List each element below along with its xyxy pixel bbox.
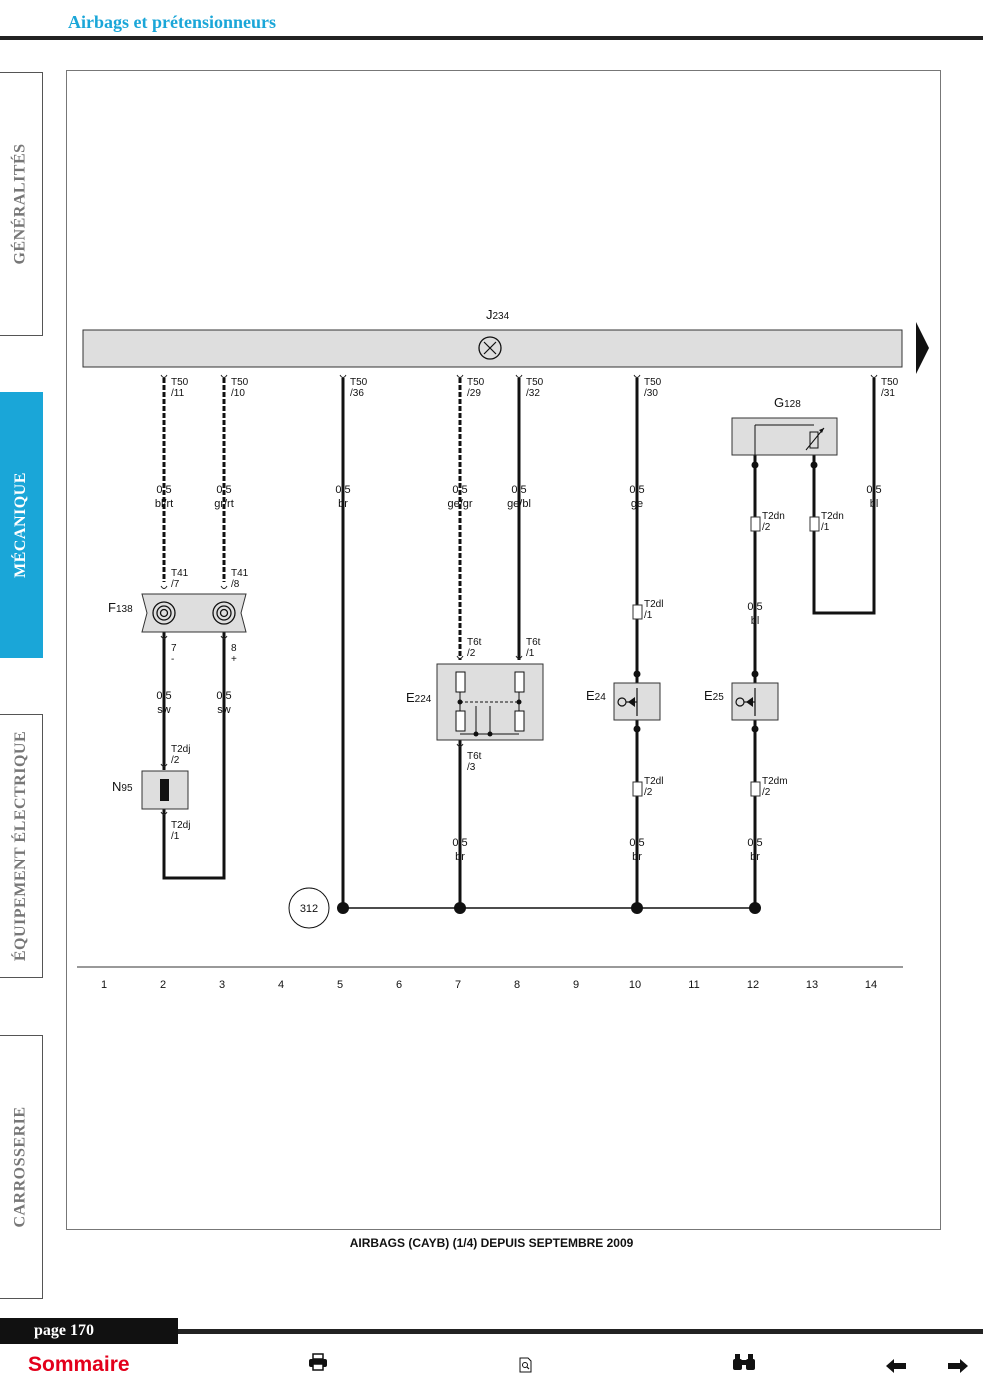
tab-mecanique[interactable]: MÉCANIQUE	[0, 392, 43, 658]
e24-label: E24	[586, 688, 606, 703]
ruler-number: 7	[455, 979, 461, 991]
conn-t50-32: T50/32	[526, 377, 544, 399]
ruler-number: 8	[514, 979, 520, 991]
g128-component	[731, 417, 838, 456]
conn-t2dn-1: T2dn/1	[821, 511, 844, 533]
diagram-frame	[66, 70, 941, 1230]
preview-icon[interactable]	[519, 1357, 533, 1378]
ruler-number: 3	[219, 979, 225, 991]
f138-component	[141, 593, 247, 633]
tab-generalites[interactable]: GÉNÉRALITÉS	[0, 72, 43, 336]
ruler-number: 5	[337, 979, 343, 991]
conn-t41-7: T41/7	[171, 568, 189, 590]
ruler-number: 12	[747, 979, 759, 991]
footer-rule	[178, 1329, 983, 1334]
j234-label: J234	[486, 307, 510, 322]
conn-t50-36: T50/36	[350, 377, 368, 399]
ruler-number: 4	[278, 979, 284, 991]
conn-t50-11: T50/11	[171, 377, 189, 399]
conn-t6t-3: T6t/3	[467, 751, 482, 773]
ruler-number: 2	[160, 979, 166, 991]
ruler-number: 10	[629, 979, 641, 991]
header-rule	[0, 36, 983, 40]
conn-t50-31: T50/31	[881, 377, 899, 399]
ruler-number: 1	[101, 979, 107, 991]
conn-t41-8: T41/8	[231, 568, 249, 590]
ground-ref-312: 312	[300, 903, 318, 915]
ruler-number: 9	[573, 979, 579, 991]
diagram-caption: AIRBAGS (CAYB) (1/4) DEPUIS SEPTEMBRE 20…	[349, 1236, 634, 1250]
binoculars-icon[interactable]	[732, 1353, 756, 1376]
tab-equipement-electrique[interactable]: ÉQUIPEMENT ÉLECTRIQUE	[0, 714, 43, 978]
conn-t2dn-2: T2dn/2	[762, 511, 785, 533]
conn-t2dj-1: T2dj/1	[171, 820, 190, 842]
conn-t2dl-2: T2dl/2	[644, 776, 663, 798]
arrow-left-icon[interactable]	[886, 1357, 906, 1378]
n95-label: N95	[112, 779, 133, 794]
ecu-symbol-icon	[478, 336, 502, 360]
f138-label: F138	[108, 600, 133, 615]
j234-module	[82, 329, 903, 368]
ruler-number: 11	[688, 979, 699, 991]
conn-f138-7: 7-	[171, 643, 177, 665]
ruler-number: 6	[396, 979, 402, 991]
conn-t50-29: T50/29	[467, 377, 485, 399]
conn-t2dm-2: T2dm/2	[762, 776, 788, 798]
conn-f138-8: 8+	[231, 643, 237, 665]
e25-label: E25	[704, 688, 724, 703]
conn-t6t-2: T6t/2	[467, 637, 482, 659]
ruler-number: 13	[806, 979, 818, 991]
conn-t2dj-2: T2dj/2	[171, 744, 190, 766]
e224-label: E224	[406, 690, 432, 705]
conn-t6t-1: T6t/1	[526, 637, 541, 659]
sommaire-link[interactable]: Sommaire	[28, 1353, 130, 1376]
g128-label: G128	[774, 395, 801, 410]
tab-carrosserie[interactable]: CARROSSERIE	[0, 1035, 43, 1299]
arrow-right-icon[interactable]	[948, 1357, 968, 1378]
conn-t50-10: T50/10	[231, 377, 249, 399]
conn-t50-30: T50/30	[644, 377, 662, 399]
conn-t2dl-1: T2dl/1	[644, 599, 663, 621]
ruler-number: 14	[865, 979, 877, 991]
continuation-arrow-icon	[916, 322, 929, 374]
page-header-title: Airbags et prétensionneurs	[68, 12, 276, 32]
page-number: page 170	[0, 1318, 178, 1344]
print-icon[interactable]	[308, 1353, 328, 1376]
